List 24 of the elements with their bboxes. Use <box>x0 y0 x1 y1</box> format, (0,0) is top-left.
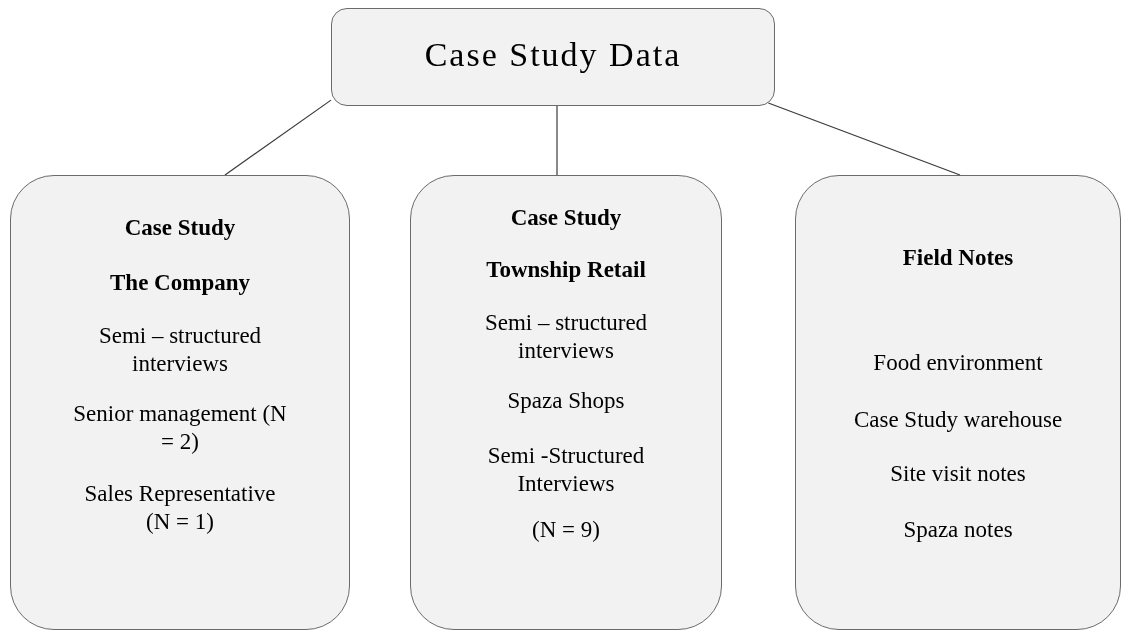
item-text: Case Study warehouse <box>852 406 1064 434</box>
section-heading: Township Retail <box>485 256 647 284</box>
item-text: (N = 9) <box>531 516 601 544</box>
item-text: Semi -Structured Interviews <box>486 442 646 498</box>
section-heading: Case Study <box>509 204 623 232</box>
connector-line <box>224 99 332 176</box>
category-box <box>410 175 722 630</box>
item-text: Spaza Shops <box>506 387 626 415</box>
node-label: Case Study Data <box>423 35 683 75</box>
title-box <box>331 8 775 106</box>
section-heading: Case Study <box>123 214 237 242</box>
item-text: Senior management (N = 2) <box>72 400 288 456</box>
category-box <box>10 175 350 630</box>
section-heading: The Company <box>109 269 251 297</box>
item-text: Site visit notes <box>889 460 1027 488</box>
item-text: Semi – structured interviews <box>97 322 263 378</box>
connector-line <box>767 102 961 176</box>
section-heading: Field Notes <box>901 244 1015 272</box>
connector-line <box>556 105 558 176</box>
category-box <box>795 175 1121 630</box>
item-text: Food environment <box>872 349 1044 377</box>
item-text: Sales Representative (N = 1) <box>83 480 277 536</box>
item-text: Semi – structured interviews <box>483 309 649 365</box>
item-text: Spaza notes <box>902 516 1014 544</box>
